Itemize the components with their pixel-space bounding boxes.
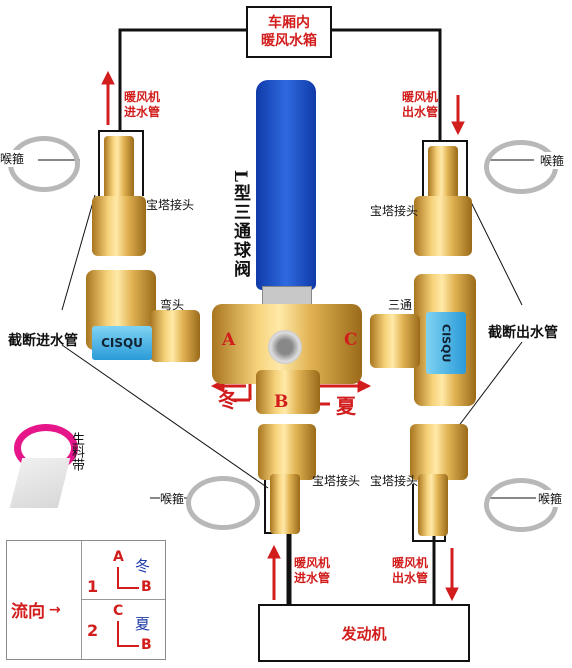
legend-row2-season: 夏 — [135, 615, 151, 633]
engine-label: 发动机 — [341, 624, 387, 643]
summer-label: 夏 — [336, 394, 356, 418]
legend-row1-bottom: B — [141, 579, 152, 595]
elbow-fitting-outlet — [150, 310, 200, 362]
legend-row2-bottom: B — [141, 637, 152, 653]
valve-bottom-port — [256, 370, 320, 414]
barb-fitting-top-left-body — [92, 196, 146, 256]
legend-row2-top: C — [113, 603, 124, 619]
left-bottom-pipe-label: 暖风机 进水管 — [294, 556, 330, 586]
tee-brand-label: CISQU — [426, 312, 466, 374]
left-top-pipe-outline — [98, 130, 144, 196]
legend-row2-bracket — [117, 621, 139, 647]
barb-fitting-bottom-left-body — [258, 424, 316, 480]
right-top-pipe-line1: 暖风机 — [402, 90, 439, 104]
barb-fitting-bottom-right — [418, 474, 448, 536]
barb-fitting-bottom-left — [270, 474, 300, 534]
elbow-brand-text: CISQU — [101, 336, 143, 350]
barb-fitting-bottom-right-body — [410, 424, 468, 480]
valve-type-label: L型三通球阀 — [230, 170, 250, 279]
legend-row1-number: 1 — [87, 577, 99, 596]
cut-out-pipe-label: 截断出水管 — [488, 325, 558, 341]
tee-fitting-side — [370, 314, 420, 368]
cut-in-pipe-label: 截断进水管 — [8, 333, 78, 349]
heater-tank-box: 车厢内 暖风水箱 — [246, 6, 332, 58]
legend-divider-h — [81, 599, 165, 600]
hose-clamp-label-bottom-left: 喉箍 — [160, 490, 185, 507]
right-top-pipe-line2: 出水管 — [402, 105, 439, 119]
barb-fitting-top-right-body — [414, 196, 472, 256]
legend-divider-v — [81, 541, 82, 659]
legend-row1-bracket — [117, 567, 139, 589]
valve-nut — [268, 330, 302, 364]
legend-flow-row: 流向 → — [11, 597, 61, 623]
right-top-pipe-outline — [422, 140, 468, 198]
elbow-label: 弯头 — [160, 298, 185, 312]
legend-row1-season: 冬 — [135, 557, 151, 575]
elbow-brand-label: CISQU — [92, 326, 152, 360]
barb-label-bottom-right: 宝塔接头 — [370, 474, 419, 488]
teflon-tape-label: 生料带 — [69, 432, 84, 471]
winter-label: 冬 — [218, 388, 238, 412]
barb-label-top-left: 宝塔接头 — [146, 198, 195, 212]
right-bottom-pipe-label: 暖风机 出水管 — [392, 556, 428, 586]
hose-clamp-label-bottom-right: 喉箍 — [538, 490, 563, 507]
port-c-label: C — [344, 330, 358, 350]
barb-label-top-right: 宝塔接头 — [370, 204, 419, 218]
left-top-pipe-line1: 暖风机 — [124, 90, 161, 104]
left-bottom-pipe-line1: 暖风机 — [294, 556, 331, 570]
right-bottom-pipe-line2: 出水管 — [392, 571, 429, 585]
left-top-pipe-line2: 进水管 — [124, 105, 161, 119]
legend-flow-arrow-icon: → — [49, 601, 61, 618]
port-a-label: A — [222, 330, 236, 350]
hose-clamp-bottom-left — [186, 476, 260, 530]
valve-handle — [256, 80, 316, 290]
barb-fitting-top-left — [104, 136, 134, 206]
port-b-label: B — [274, 392, 289, 412]
heater-tank-line1: 车厢内 — [268, 15, 310, 31]
legend-row2-number: 2 — [87, 621, 99, 640]
legend-row1-top: A — [113, 549, 124, 565]
left-top-pipe-label: 暖风机 进水管 — [124, 90, 160, 120]
left-bottom-pipe-line2: 进水管 — [294, 571, 331, 585]
right-bottom-pipe-line1: 暖风机 — [392, 556, 429, 570]
hose-clamp-label-top-right: 喉箍 — [540, 152, 565, 169]
heater-tank-line2: 暖风水箱 — [261, 33, 317, 49]
legend-flow-label: 流向 — [11, 602, 45, 622]
right-top-pipe-label: 暖风机 出水管 — [402, 90, 438, 120]
engine-box: 发动机 — [258, 604, 470, 662]
flow-legend: 流向 → 1 2 A B 冬 C B 夏 — [6, 540, 166, 660]
tee-label: 三通 — [388, 298, 413, 312]
hose-clamp-label-top-left: 喉箍 — [0, 150, 25, 167]
tee-brand-text: CISQU — [439, 323, 453, 363]
barb-label-bottom-left: 宝塔接头 — [312, 474, 361, 488]
